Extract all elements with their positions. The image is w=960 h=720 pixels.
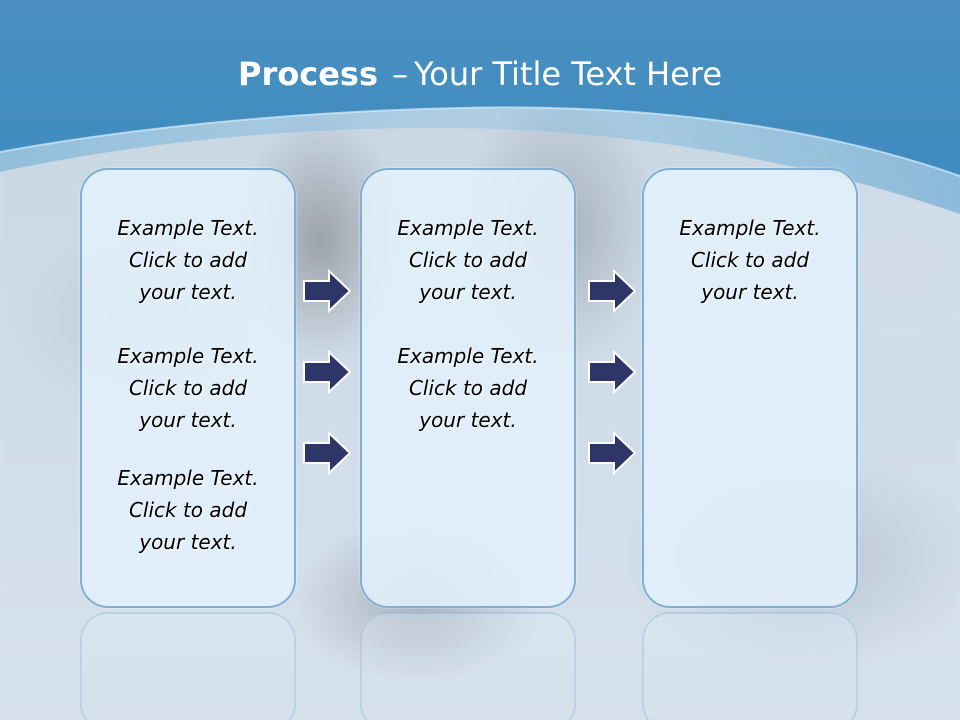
title-separator: –	[391, 55, 408, 93]
right-arrow-icon	[588, 350, 636, 394]
column-2-text-1[interactable]: Example Text. Click to add your text.	[362, 212, 574, 308]
text-line: your text.	[419, 280, 517, 304]
text-line: Example Text.	[679, 216, 821, 240]
text-line: your text.	[419, 408, 517, 432]
process-column-1[interactable]: Example Text. Click to add your text. Ex…	[80, 168, 296, 608]
column-2-reflection	[360, 612, 576, 720]
column-3-reflection	[642, 612, 858, 720]
process-column-3[interactable]: Example Text. Click to add your text.	[642, 168, 858, 608]
text-line: your text.	[139, 408, 237, 432]
process-column-2[interactable]: Example Text. Click to add your text. Ex…	[360, 168, 576, 608]
text-line: Click to add	[408, 376, 528, 400]
text-line: Click to add	[128, 498, 248, 522]
text-line: Click to add	[128, 248, 248, 272]
text-line: your text.	[139, 280, 237, 304]
text-line: Example Text.	[117, 344, 259, 368]
right-arrow-icon	[588, 431, 636, 475]
column-1-text-3[interactable]: Example Text. Click to add your text.	[82, 462, 294, 558]
text-line: your text.	[139, 530, 237, 554]
right-arrow-icon	[303, 269, 351, 313]
column-3-text-1[interactable]: Example Text. Click to add your text.	[644, 212, 856, 308]
header-band	[0, 0, 960, 214]
text-line: Example Text.	[117, 466, 259, 490]
column-1-text-1[interactable]: Example Text. Click to add your text.	[82, 212, 294, 308]
column-2-text-2[interactable]: Example Text. Click to add your text.	[362, 340, 574, 436]
right-arrow-icon	[588, 269, 636, 313]
column-1-reflection	[80, 612, 296, 720]
text-line: your text.	[701, 280, 799, 304]
text-line: Click to add	[690, 248, 810, 272]
right-arrow-icon	[303, 350, 351, 394]
text-line: Example Text.	[117, 216, 259, 240]
text-line: Example Text.	[397, 216, 539, 240]
slide-title[interactable]: Process–Your Title Text Here	[0, 52, 960, 96]
title-bold-text: Process	[238, 55, 378, 93]
title-rest-text: Your Title Text Here	[413, 55, 722, 93]
column-1-text-2[interactable]: Example Text. Click to add your text.	[82, 340, 294, 436]
right-arrow-icon	[303, 431, 351, 475]
text-line: Click to add	[128, 376, 248, 400]
text-line: Click to add	[408, 248, 528, 272]
text-line: Example Text.	[397, 344, 539, 368]
